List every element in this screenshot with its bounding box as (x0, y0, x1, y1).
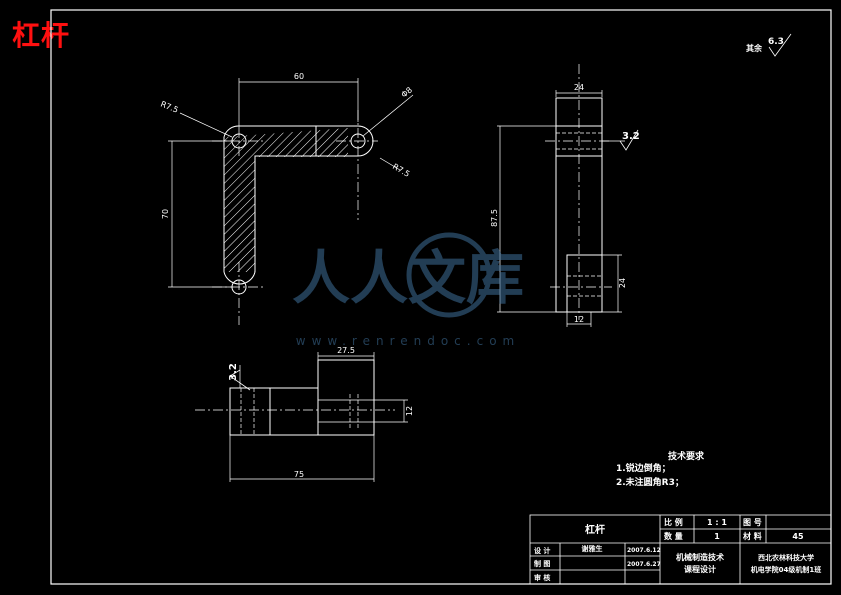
tb-reviewer-label: 审 核 (534, 573, 550, 582)
tb-date-2: 2007.6.27 (627, 561, 661, 568)
dim-front-r-left: R7.5 (159, 100, 179, 115)
other-roughness-symbol (768, 33, 792, 57)
dim-side-bottom: 12 (574, 315, 584, 324)
watermark-logo-icon (406, 232, 492, 318)
tb-course-line-1: 机械制造技术 (676, 552, 724, 562)
corner-title: 杠杆 (12, 19, 71, 52)
tb-part-name: 杠杆 (585, 523, 605, 536)
dim-plan-height: 12 (405, 406, 414, 416)
watermark-cn: 人人文库 (292, 244, 524, 312)
dim-side-height: 87.5 (490, 209, 499, 227)
roughness-other-label: 其余 (746, 43, 763, 53)
dim-plan-top: 27.5 (337, 346, 355, 355)
tb-course-line-2: 课程设计 (684, 564, 716, 574)
tb-school-line-1: 西北农林科技大学 (758, 553, 814, 562)
tb-drafter-label: 制 图 (534, 559, 550, 568)
dim-side-lower: 24 (618, 278, 627, 288)
dim-side-top: 24 (574, 83, 584, 92)
side-roughness-symbol (619, 129, 639, 151)
tech-item-2: 2.未注圆角R3； (616, 476, 684, 488)
watermark-url: www.renrendoc.com (296, 334, 520, 348)
tb-material-label: 材 料 (743, 531, 762, 541)
drawing-border (50, 9, 832, 585)
tb-date-1: 2007.6.12 (627, 547, 661, 554)
dim-front-r-right: R7.5 (391, 162, 411, 179)
watermark: 人人文库 www.renrendoc.com (292, 232, 524, 348)
dim-front-width: 60 (294, 72, 304, 81)
tb-scale-value: 1 : 1 (707, 518, 727, 527)
roughness-side-value: 3.2 (622, 131, 640, 142)
tb-designer-name: 谢雅生 (582, 544, 603, 553)
tb-material-value: 45 (792, 532, 804, 541)
dim-front-dia: Φ8 (400, 85, 415, 99)
tb-designer-label: 设 计 (534, 546, 550, 555)
front-view (168, 78, 414, 325)
side-view (497, 64, 639, 327)
dim-front-height: 70 (161, 209, 170, 219)
tech-item-1: 1.锐边倒角； (616, 462, 671, 474)
tb-qty-value: 1 (714, 532, 720, 541)
plan-view (195, 352, 408, 482)
title-block (529, 514, 832, 585)
tb-scale-label: 比 例 (664, 517, 683, 527)
tb-school-line-2: 机电学院04级机制1班 (751, 565, 822, 574)
plan-roughness-symbol (229, 369, 251, 391)
tb-qty-label: 数 量 (664, 531, 683, 541)
tech-title: 技术要求 (668, 450, 705, 462)
tb-drawing-no-label: 图 号 (743, 518, 762, 527)
dim-plan-width: 75 (294, 470, 304, 479)
roughness-other-value: 6.3 (768, 37, 784, 47)
roughness-plan-value: 3.2 (228, 363, 239, 381)
